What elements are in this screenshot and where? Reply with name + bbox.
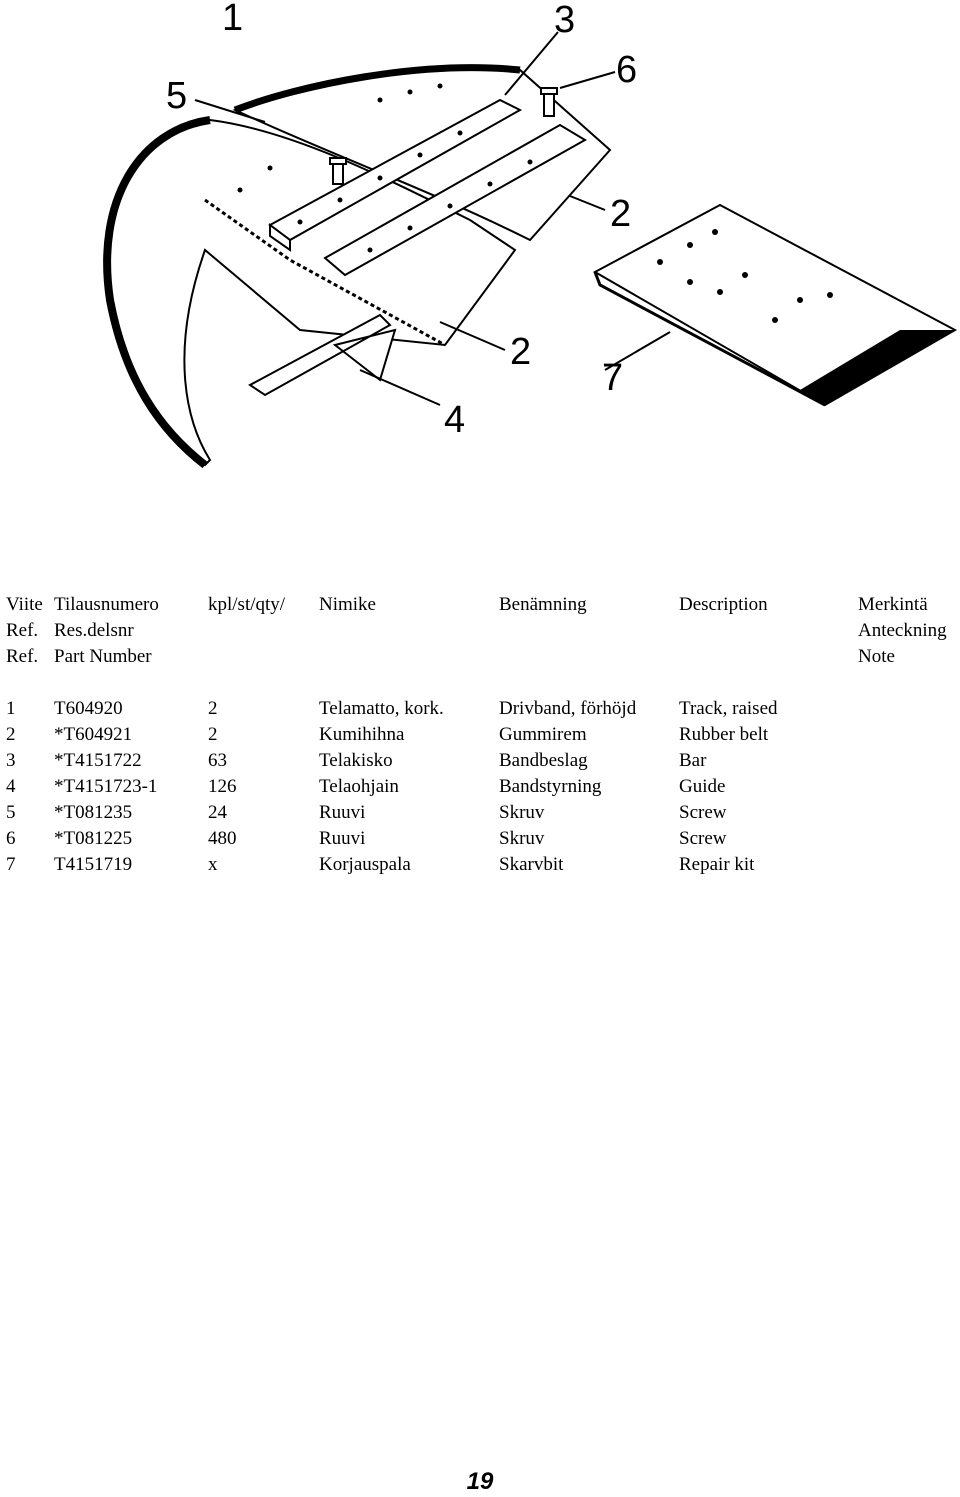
finnish-name-cell: Kumihihna: [319, 724, 405, 745]
english-name-cell: Rubber belt: [679, 724, 769, 745]
table-row: 6 *T081225 480 Ruuvi Skruv Screw: [0, 826, 960, 852]
header-cell: Ref.: [6, 646, 39, 667]
page-number: 19: [466, 1468, 494, 1495]
qty-cell: 2: [208, 698, 218, 719]
table-row: 2 *T604921 2 Kumihihna Gummirem Rubber b…: [0, 722, 960, 748]
ref-cell: 3: [6, 750, 16, 771]
callout-7: 7: [602, 357, 623, 399]
header-cell: Note: [858, 646, 895, 667]
ref-cell: 7: [6, 854, 16, 875]
swedish-name-cell: Gummirem: [499, 724, 587, 745]
finnish-name-cell: Telakisko: [319, 750, 393, 771]
header-cell: Nimike: [319, 594, 376, 615]
header-cell: Res.delsnr: [54, 620, 134, 641]
table-row: 3 *T4151722 63 Telakisko Bandbeslag Bar: [0, 748, 960, 774]
callout-1: 1: [222, 0, 243, 39]
qty-cell: x: [208, 854, 218, 875]
repair-kit-plate: [592, 203, 958, 407]
qty-cell: 126: [208, 776, 237, 797]
callout-2-lower: 2: [510, 331, 531, 373]
finnish-name-cell: Ruuvi: [319, 802, 366, 823]
swedish-name-cell: Bandstyrning: [499, 776, 602, 797]
callout-5: 5: [166, 75, 187, 117]
table-row: 4 *T4151723-1 126 Telaohjain Bandstyrnin…: [0, 774, 960, 800]
header-cell: Description: [679, 594, 768, 615]
part-number-cell: *T081235: [54, 802, 133, 823]
qty-cell: 63: [208, 750, 227, 771]
qty-cell: 2: [208, 724, 218, 745]
header-cell: Anteckning: [858, 620, 947, 641]
qty-cell: 24: [208, 802, 227, 823]
part-number-cell: T604920: [54, 698, 123, 719]
callout-2-upper: 2: [610, 193, 631, 235]
table-row: 5 *T081235 24 Ruuvi Skruv Screw: [0, 800, 960, 826]
header-cell: Part Number: [54, 646, 152, 667]
swedish-name-cell: Skarvbit: [499, 854, 564, 875]
part-number-cell: *T081225: [54, 828, 133, 849]
part-number-cell: *T604921: [54, 724, 133, 745]
english-name-cell: Track, raised: [679, 698, 778, 719]
part-number-cell: *T4151722: [54, 750, 142, 771]
table-spacer: [0, 670, 960, 696]
header-cell: Benämning: [499, 594, 587, 615]
english-name-cell: Repair kit: [679, 854, 755, 875]
table-row: 1 T604920 2 Telamatto, kork. Drivband, f…: [0, 696, 960, 722]
header-cell: kpl/st/qty/: [208, 594, 286, 615]
track-guide: [248, 313, 397, 397]
track-bar: [268, 98, 587, 277]
header-cell: Viite: [6, 594, 43, 615]
english-name-cell: Screw: [679, 828, 727, 849]
finnish-name-cell: Telaohjain: [319, 776, 399, 797]
parts-table: Viite Tilausnumero kpl/st/qty/ Nimike Be…: [0, 592, 960, 878]
ref-cell: 4: [6, 776, 16, 797]
header-cell: Merkintä: [858, 594, 928, 615]
english-name-cell: Bar: [679, 750, 707, 771]
exploded-parts-diagram: 1 3 6 5 2 2 7 4: [0, 0, 960, 540]
header-cell: Tilausnumero: [54, 594, 159, 615]
english-name-cell: Guide: [679, 776, 726, 797]
part-number-cell: T4151719: [54, 854, 133, 875]
table-header-row: Ref. Part Number Note: [0, 644, 960, 670]
swedish-name-cell: Bandbeslag: [499, 750, 588, 771]
table-row: 7 T4151719 x Korjauspala Skarvbit Repair…: [0, 852, 960, 878]
swedish-name-cell: Skruv: [499, 828, 545, 849]
header-cell: Ref.: [6, 620, 39, 641]
table-header-row: Ref. Res.delsnr Anteckning: [0, 618, 960, 644]
table-header-row: Viite Tilausnumero kpl/st/qty/ Nimike Be…: [0, 592, 960, 618]
ref-cell: 6: [6, 828, 16, 849]
swedish-name-cell: Drivband, förhöjd: [499, 698, 637, 719]
swedish-name-cell: Skruv: [499, 802, 545, 823]
ref-cell: 1: [6, 698, 16, 719]
ref-cell: 5: [6, 802, 16, 823]
english-name-cell: Screw: [679, 802, 727, 823]
callout-3: 3: [554, 0, 575, 41]
callout-4: 4: [444, 399, 465, 441]
part-number-cell: *T4151723-1: [54, 776, 158, 797]
finnish-name-cell: Telamatto, kork.: [319, 698, 444, 719]
callout-6: 6: [616, 49, 637, 91]
ref-cell: 2: [6, 724, 16, 745]
bolt: [329, 87, 558, 185]
finnish-name-cell: Korjauspala: [319, 854, 411, 875]
finnish-name-cell: Ruuvi: [319, 828, 366, 849]
qty-cell: 480: [208, 828, 237, 849]
